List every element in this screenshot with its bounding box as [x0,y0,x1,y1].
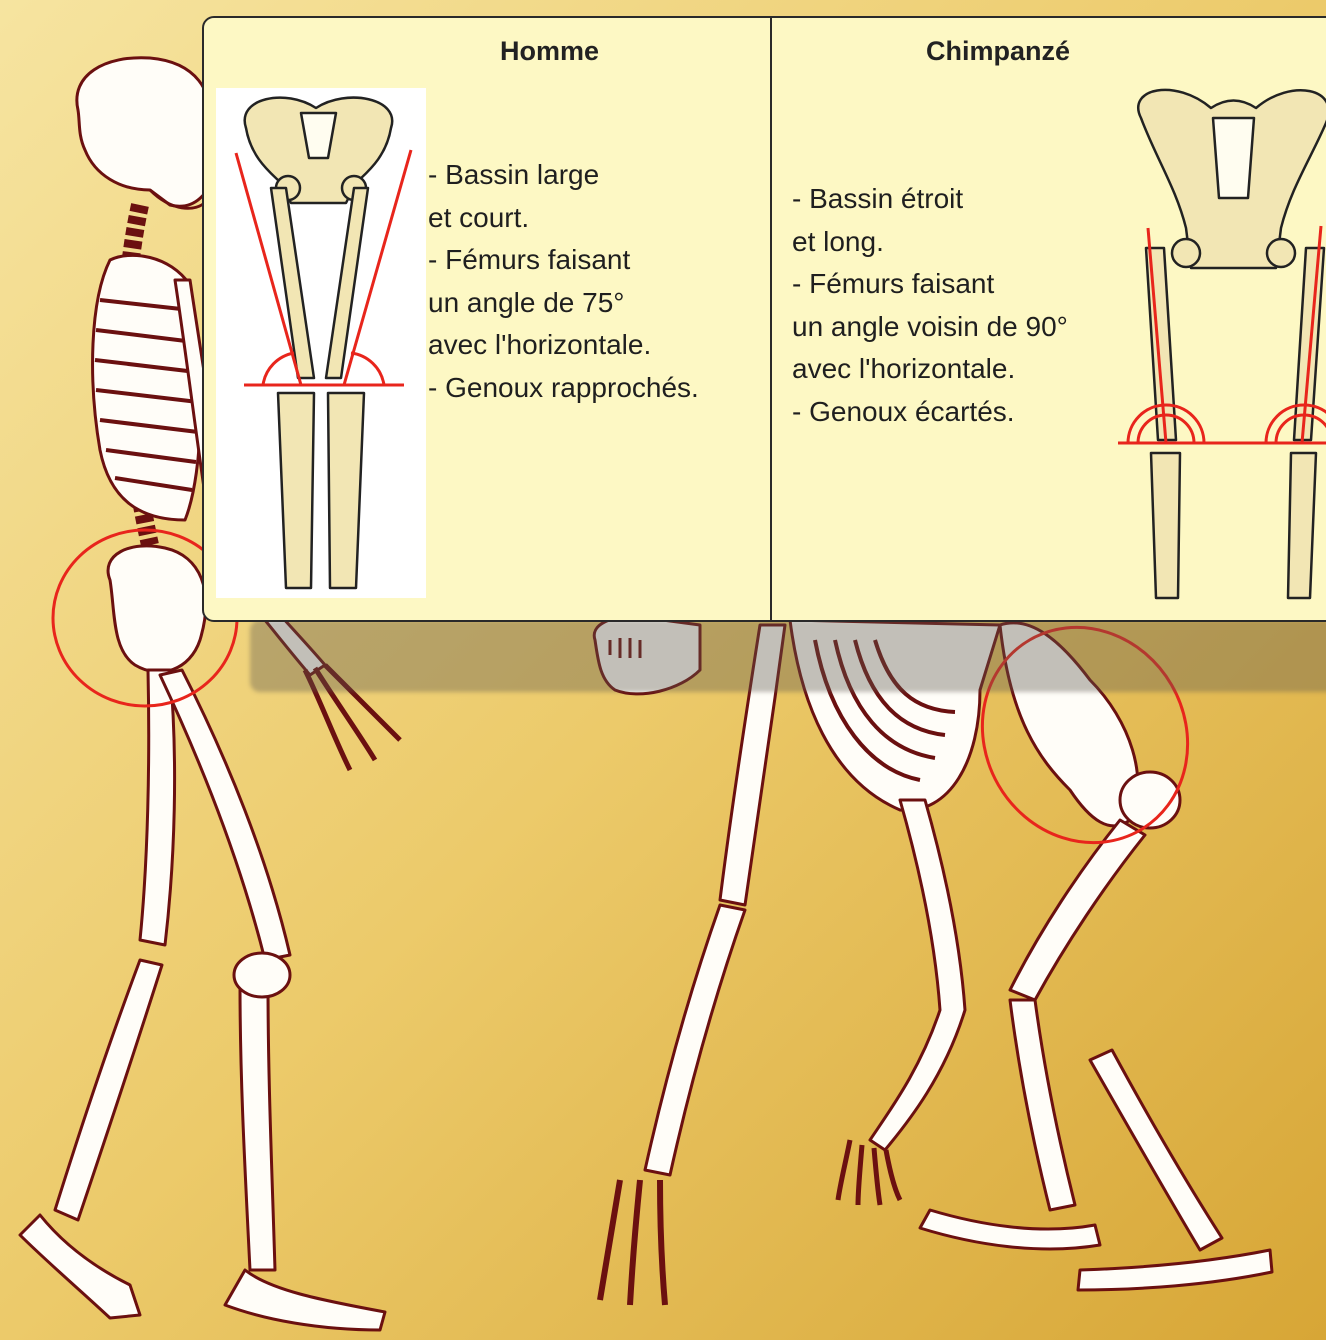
homme-desc-line: - Fémurs faisant [428,239,699,282]
chimpanze-desc-line: et long. [792,221,1068,264]
homme-pelvis-figure [216,88,426,598]
chimpanze-hip-joint-right [1267,239,1295,267]
homme-tibia-right [328,393,364,588]
chimpanze-tibia-left [1151,453,1180,598]
homme-angle-arc-left [263,353,294,385]
chimpanze-desc-line: - Genoux écartés. [792,391,1068,434]
homme-description: - Bassin large et court. - Fémurs faisan… [428,154,699,409]
chimpanze-tibia-right [1288,453,1316,598]
chimpanze-desc-line: avec l'horizontale. [792,348,1068,391]
homme-desc-line: - Bassin large [428,154,699,197]
homme-femur-right [326,188,368,378]
chimpanze-hip-joint-left [1172,239,1200,267]
chimpanze-desc-line: - Fémurs faisant [792,263,1068,306]
homme-desc-line: et court. [428,197,699,240]
comparison-panel: Homme [202,16,1326,622]
chimpanze-pelvis-figure [1116,78,1326,608]
chimpanze-pelvis-legs-svg [1116,78,1326,608]
human-knee [234,953,290,997]
chimpanze-desc-line: un angle voisin de 90° [792,306,1068,349]
homme-pelvis-legs-svg [216,88,426,598]
panel-shadow [250,620,1326,692]
human-pelvis [108,546,206,672]
homme-desc-line: - Genoux rapprochés. [428,367,699,410]
homme-title: Homme [500,36,599,67]
chimpanze-description: - Bassin étroit et long. - Fémurs faisan… [792,178,1068,433]
chimpanze-desc-line: - Bassin étroit [792,178,1068,221]
column-divider [770,18,772,620]
homme-desc-line: avec l'horizontale. [428,324,699,367]
chimpanze-femur-right [1294,248,1324,440]
homme-tibia-left [278,393,314,588]
chimpanze-femur-left [1146,248,1176,440]
chimpanze-title: Chimpanzé [926,36,1070,67]
chimpanze-sacrum [1213,118,1254,198]
homme-angle-arc-right [351,353,384,385]
homme-desc-line: un angle de 75° [428,282,699,325]
